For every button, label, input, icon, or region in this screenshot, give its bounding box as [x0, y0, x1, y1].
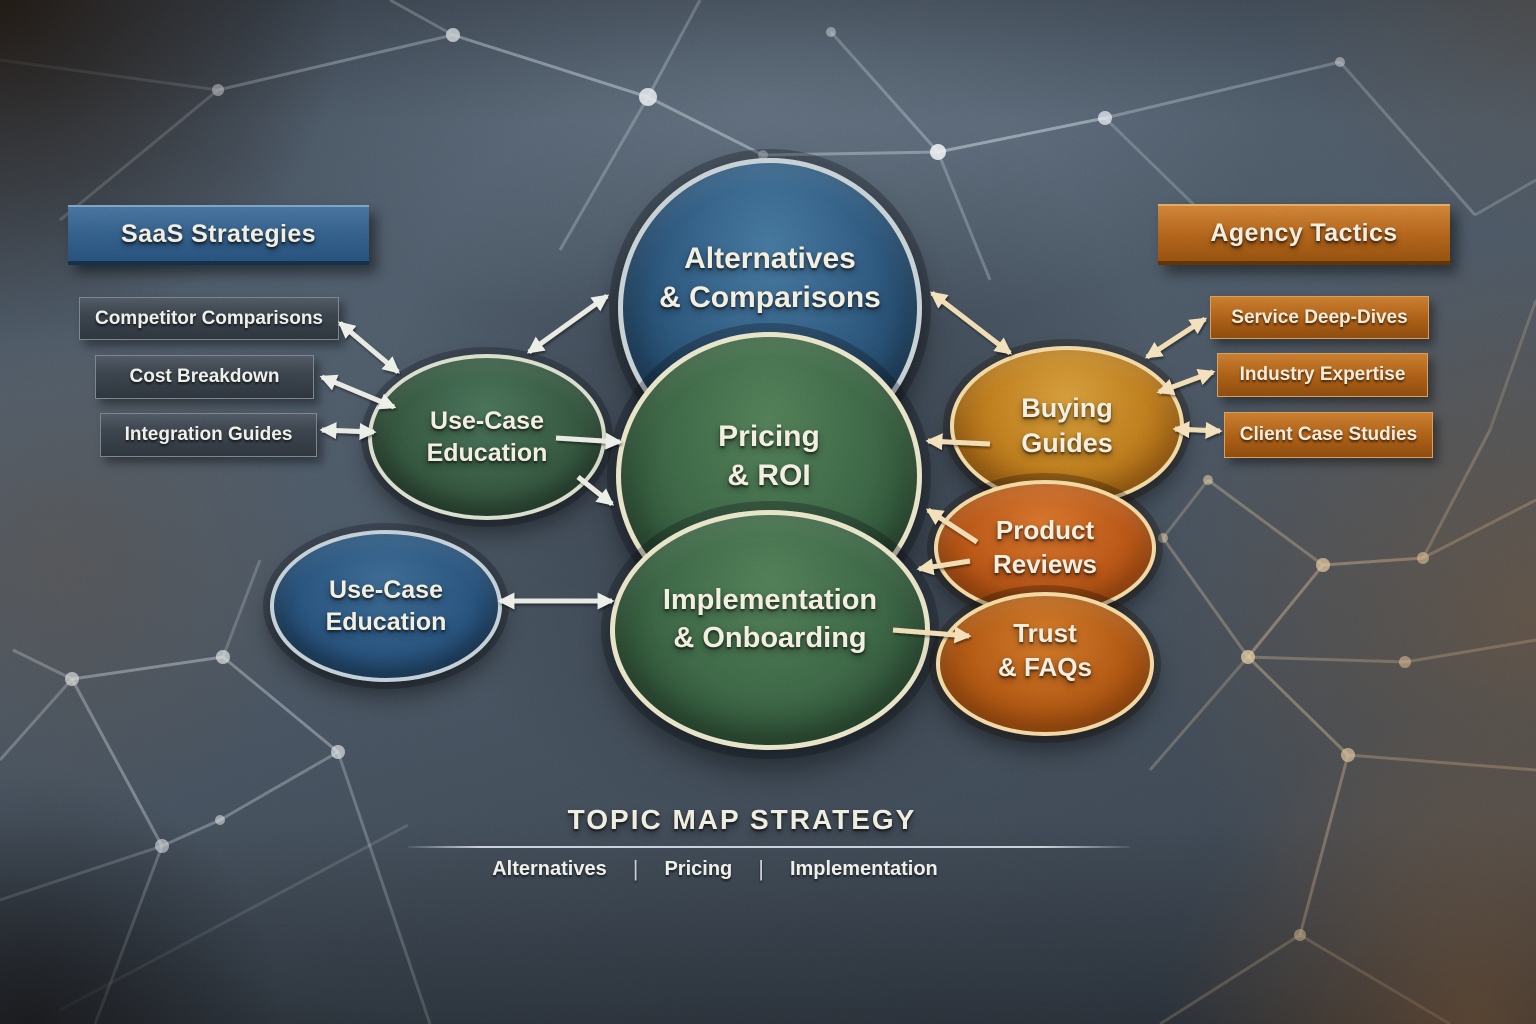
node-label-line: Alternatives [684, 242, 856, 275]
topic-box-label: Industry Expertise [1239, 364, 1406, 385]
node-label-line: Use-Case [430, 406, 544, 435]
node-label-line: Trust [1013, 618, 1077, 649]
footer-topic-implementation: Implementation [789, 857, 938, 880]
topic-box-label: Competitor Comparisons [94, 307, 324, 329]
topic-box-client-case-studies: Client Case Studies [1224, 412, 1433, 458]
node-use-case-education-green: Use-Case Education [368, 354, 606, 520]
node-label-line: & Comparisons [659, 281, 881, 314]
node-label-line: Education [426, 439, 548, 467]
topic-box-cost-breakdown: Cost Breakdown [95, 355, 314, 399]
agency-tactics-label: Agency Tactics [1210, 219, 1398, 247]
footer-topics: Alternatives | Pricing | Implementation [355, 856, 1075, 882]
footer-topic-pricing: Pricing [664, 857, 733, 880]
footer-title: TOPIC MAP STRATEGY [567, 804, 917, 835]
saas-strategies-header: SaaS Strategies [68, 205, 369, 265]
saas-strategies-label: SaaS Strategies [121, 219, 316, 248]
topic-box-label: Cost Breakdown [129, 366, 280, 387]
topic-box-label: Client Case Studies [1239, 424, 1418, 445]
footer-divider [408, 846, 1130, 848]
footer-separator: | [632, 856, 639, 881]
node-label-line: & FAQs [998, 652, 1092, 682]
node-label-line: Use-Case [329, 575, 443, 604]
node-label-line: Buying [1021, 392, 1113, 423]
footer-separator: | [758, 856, 764, 881]
node-label-line: Implementation [662, 584, 878, 617]
topic-box-label: Service Deep-Dives [1231, 306, 1408, 328]
node-label-line: & ROI [727, 459, 811, 492]
topic-box-competitor-comparisons: Competitor Comparisons [79, 297, 339, 340]
topic-box-industry-expertise: Industry Expertise [1217, 353, 1428, 397]
topic-box-service-deep-dives: Service Deep-Dives [1210, 296, 1429, 339]
node-label-line: Guides [1021, 428, 1113, 458]
footer-topic-alternatives: Alternatives [492, 857, 607, 880]
node-label-line: & Onboarding [673, 622, 867, 654]
node-label-line: Pricing [718, 420, 820, 453]
topic-box-label: Integration Guides [124, 424, 293, 445]
node-label-line: Product [995, 515, 1095, 546]
node-use-case-education-blue: Use-Case Education [270, 530, 502, 682]
node-implementation-onboarding: Implementation & Onboarding [610, 510, 930, 750]
node-trust-faqs: Trust & FAQs [936, 592, 1154, 736]
agency-tactics-header: Agency Tactics [1158, 204, 1450, 265]
node-label-line: Education [325, 608, 447, 636]
node-label-line: Reviews [992, 549, 1098, 579]
topic-box-integration-guides: Integration Guides [100, 413, 317, 457]
